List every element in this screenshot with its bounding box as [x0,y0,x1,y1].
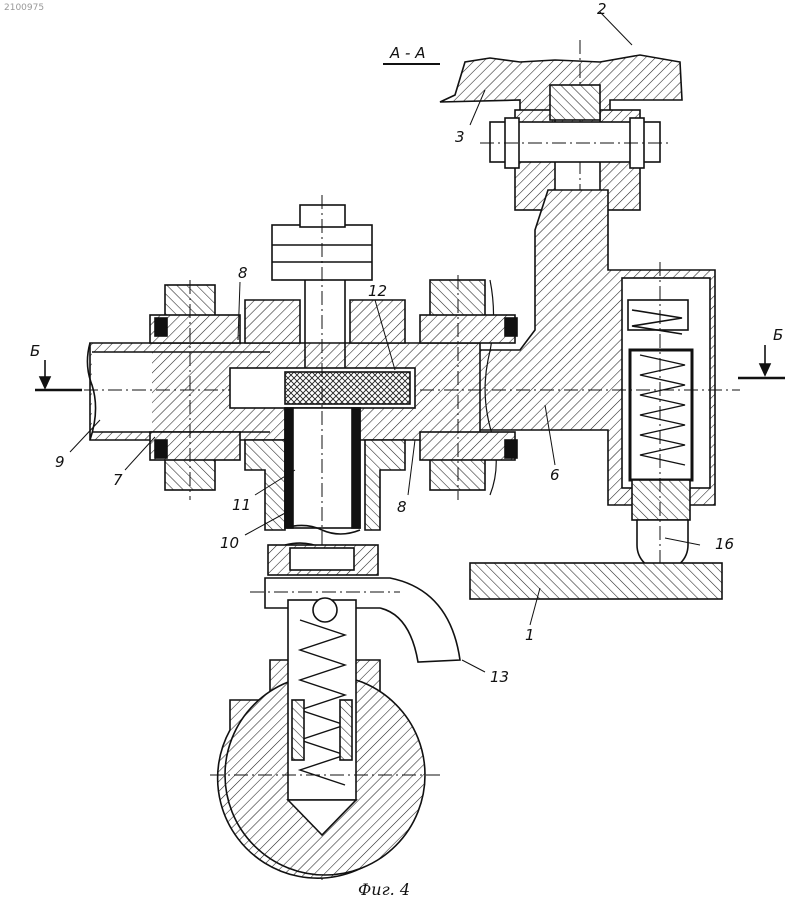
figure-caption: Фиг. 4 [358,880,410,899]
part-number-1: 1 [525,626,535,644]
base-plate-part-1 [470,563,722,599]
cut-label-right: Б [773,326,783,344]
corner-mark: 2100975 [4,3,44,13]
part-number-11: 11 [232,496,251,514]
part-number-2: 2 [597,0,607,18]
part-number-10: 10 [220,534,239,552]
section-label: А - А [383,44,440,64]
part-number-7: 7 [113,471,123,489]
cut-label-left: Б [30,342,40,360]
lever-part-6 [470,190,715,580]
part-number-16: 16 [715,535,734,553]
cut-marker-right: Б [738,326,785,378]
lower-handle-assembly [210,545,460,878]
part-number-12: 12 [368,282,387,300]
part-number-3: 3 [455,128,465,146]
part-number-13: 13 [490,668,509,686]
part-number-8-top: 8 [238,264,248,282]
part-number-6: 6 [550,466,560,484]
part-number-8-bottom: 8 [397,498,407,516]
section-label-text: А - А [389,44,425,62]
cut-marker-left: Б [30,342,82,390]
part-number-9: 9 [55,453,65,471]
